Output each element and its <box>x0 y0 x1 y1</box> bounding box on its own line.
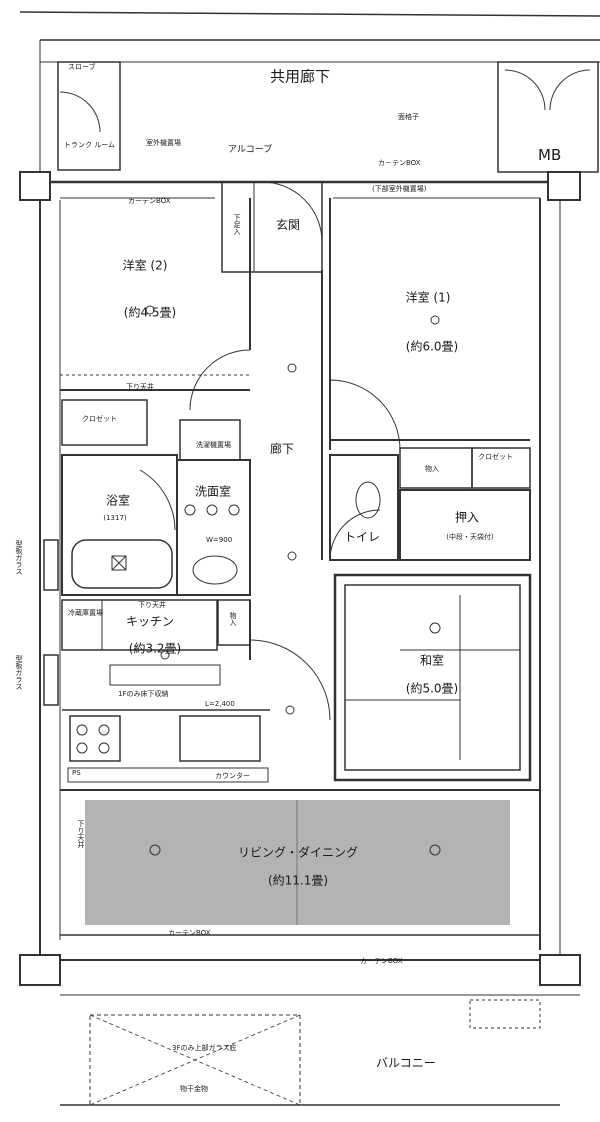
bath-label: 浴室 <box>105 493 131 508</box>
outdoor-unit-below-label: (下部室外機置場) <box>372 185 427 193</box>
washitsu-label: 和室 <box>419 653 445 668</box>
frosted-glass-1-label: 型板ガラス <box>15 540 23 575</box>
kitchen-ceiling-label: 下り天井 <box>138 601 166 609</box>
kitchen-label: キッチン <box>125 614 175 629</box>
closet-label: クロゼット <box>82 415 117 423</box>
mb-label: MB <box>538 146 562 164</box>
slope-label: スローブ <box>68 63 96 71</box>
outdoor-unit-top-label: 室外機置場 <box>146 139 181 147</box>
oshiire-label: 押入 <box>454 510 480 525</box>
curtain-box-left-label: カーテンBOX <box>128 197 171 205</box>
drying-label: 物干金物 <box>180 1085 208 1093</box>
third-floor-glass-label: 3Fのみ上部ガラス庇 <box>172 1044 237 1052</box>
western2-label: 洋室 (2) <box>122 258 168 273</box>
washroom-label: 洗面室 <box>194 484 232 499</box>
hallway-label: 廊下 <box>270 442 295 456</box>
lowered-ceiling-label: 下り天井 <box>126 383 154 391</box>
floor-storage-label: 1Fのみ床下収納 <box>118 690 169 698</box>
storage-label: 物入 <box>425 465 439 473</box>
ps-label: PS <box>72 769 81 777</box>
western1-label: 洋室 (1) <box>405 290 451 305</box>
washitsu-area-label: (約5.0畳) <box>405 681 459 696</box>
living-area-label: (約11.1畳) <box>267 873 329 888</box>
alcove-label: アルコーブ <box>228 145 273 155</box>
frosted-glass-2-label: 型板ガラス <box>15 655 23 690</box>
l2400-label: L=2,400 <box>205 700 235 708</box>
western1-area-label: (約6.0畳) <box>405 339 459 354</box>
curtain-box-top-label: カ－テンBOX <box>378 159 421 167</box>
washer-label: 洗濯機置場 <box>196 441 231 449</box>
closet-r-label: クロゼット <box>478 453 513 461</box>
oshiire-note-label: (中段・天袋付) <box>446 533 494 541</box>
balcony-label: バルコニー <box>376 1056 436 1070</box>
trunk-room <box>57 61 121 171</box>
geta-label: 下足入 <box>233 214 241 235</box>
fridge-label: 冷蔵庫置場 <box>68 609 103 617</box>
trunk-room-label: トランク ルーム <box>64 141 116 149</box>
counter-label: カウンター <box>215 772 250 780</box>
kitchen-area-label: (約3.2畳) <box>128 641 182 656</box>
living-ceiling-label: 下り天井 <box>77 820 85 848</box>
entrance-label: 玄関 <box>276 218 301 232</box>
lattice-label: 面格子 <box>398 113 419 121</box>
common-corridor-label: 共用廊下 <box>269 67 331 86</box>
curtain-box-l-label: カーテンBOX <box>168 929 211 937</box>
bath-size-label: (1317) <box>103 514 127 522</box>
storage-k-label: 物入 <box>229 612 237 626</box>
curtain-box-r-label: カーテンBOX <box>360 957 403 965</box>
toilet-label: トイレ <box>344 530 381 544</box>
w900-label: W=900 <box>206 536 233 544</box>
western2-area-label: (約4.5畳) <box>123 305 177 320</box>
living-label: リビング・ダイニング <box>237 845 359 860</box>
